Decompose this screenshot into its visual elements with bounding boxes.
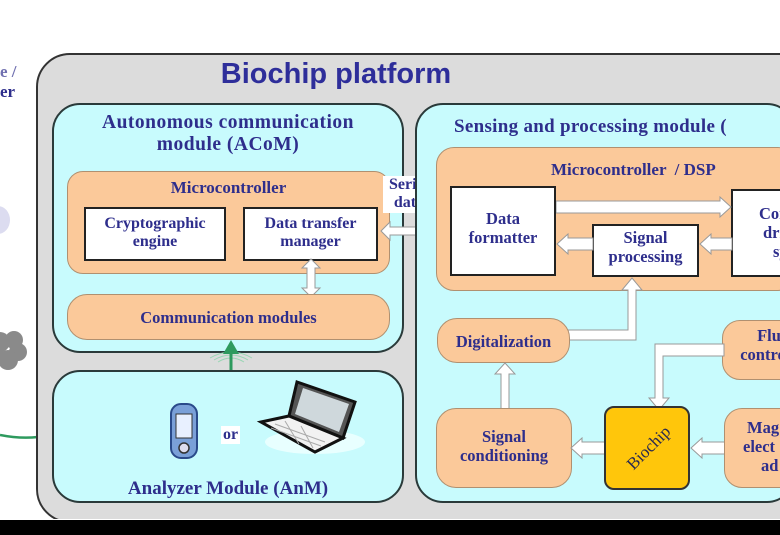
biochip-label: Biochip — [622, 421, 675, 474]
magnetic-line3: ad — [761, 455, 779, 475]
acom-microcontroller-label: Microcontroller — [170, 178, 287, 197]
formatter-to-control-arrow-icon — [556, 196, 732, 218]
signal-processing-line1: Signal — [623, 228, 668, 247]
signal-processing: Signal processing — [592, 224, 699, 277]
data-formatter-line2: formatter — [468, 227, 538, 247]
left-fragment-text: e / er — [0, 62, 17, 103]
left-fragment-circle-icon — [0, 206, 10, 234]
analyzer-module-title: Analyzer Module (AnM) — [127, 478, 329, 499]
pda-icon — [170, 403, 198, 459]
cryptographic-engine-line1: Cryptographic — [104, 215, 206, 232]
dsp-microcontroller-label: Microcontroller / DSP — [551, 160, 716, 179]
control-driver-line2: driv — [763, 222, 780, 242]
data-transfer-manager-line1: Data transfer — [264, 215, 357, 232]
data-transfer-manager-line2: manager — [280, 233, 341, 251]
data-transfer-manager: Data transfer manager — [243, 207, 378, 261]
processing-to-formatter-arrow-icon — [556, 233, 594, 255]
magnetic-line2: elect — [743, 436, 776, 456]
signal-processing-line2: processing — [608, 246, 683, 266]
biochip-to-conditioning-arrow-icon — [570, 437, 606, 459]
acom-title: Autonomous communication module (ACoM) — [52, 112, 404, 157]
acom-title-line2: module (ACoM) — [156, 134, 300, 156]
signal-conditioning: Signal conditioning — [436, 408, 572, 488]
communication-modules: Communication modules — [67, 294, 390, 340]
left-fragment-line1: e / — [0, 62, 17, 81]
cloud-icon — [0, 330, 28, 370]
fluidic-control-line2: contro — [740, 344, 780, 364]
or-label: or — [221, 426, 241, 444]
bottom-black-bar — [0, 520, 780, 535]
magnetic-electronic-addressing: Mag elect ad — [724, 408, 780, 488]
magnetic-line1: Mag — [747, 418, 780, 437]
data-formatter: Data formatter — [450, 186, 556, 276]
platform-title: Biochip platform — [220, 58, 452, 90]
signal-conditioning-line2: conditioning — [459, 445, 549, 465]
biochip: Biochip — [604, 406, 690, 490]
dtm-comm-arrow-icon — [300, 258, 322, 298]
conditioning-to-digitalization-arrow-icon — [494, 362, 516, 410]
control-driver-system: Con driv sy — [731, 189, 780, 277]
fluidic-to-biochip-arrow-icon — [647, 343, 725, 411]
cryptographic-engine: Cryptographic engine — [84, 207, 226, 261]
left-fragment-line2: er — [0, 82, 16, 102]
cryptographic-engine-line2: engine — [132, 233, 178, 251]
signal-conditioning-line1: Signal — [481, 427, 527, 446]
digitalization-to-processing-arrow-icon — [568, 277, 644, 341]
control-to-processing-arrow-icon — [699, 233, 733, 255]
spm-title: Sensing and processing module ( — [454, 116, 727, 137]
magnetic-to-biochip-arrow-icon — [690, 437, 726, 459]
acom-title-line1: Autonomous communication — [102, 112, 354, 133]
laptop-icon — [256, 380, 365, 454]
data-formatter-line1: Data — [486, 209, 520, 228]
control-driver-line1: Con — [759, 204, 780, 223]
fluidic-control: Flu contro — [722, 320, 780, 380]
digitalization: Digitalization — [437, 318, 570, 363]
fluidic-control-line1: Flu — [757, 326, 780, 345]
control-driver-line3: sy — [773, 241, 780, 261]
